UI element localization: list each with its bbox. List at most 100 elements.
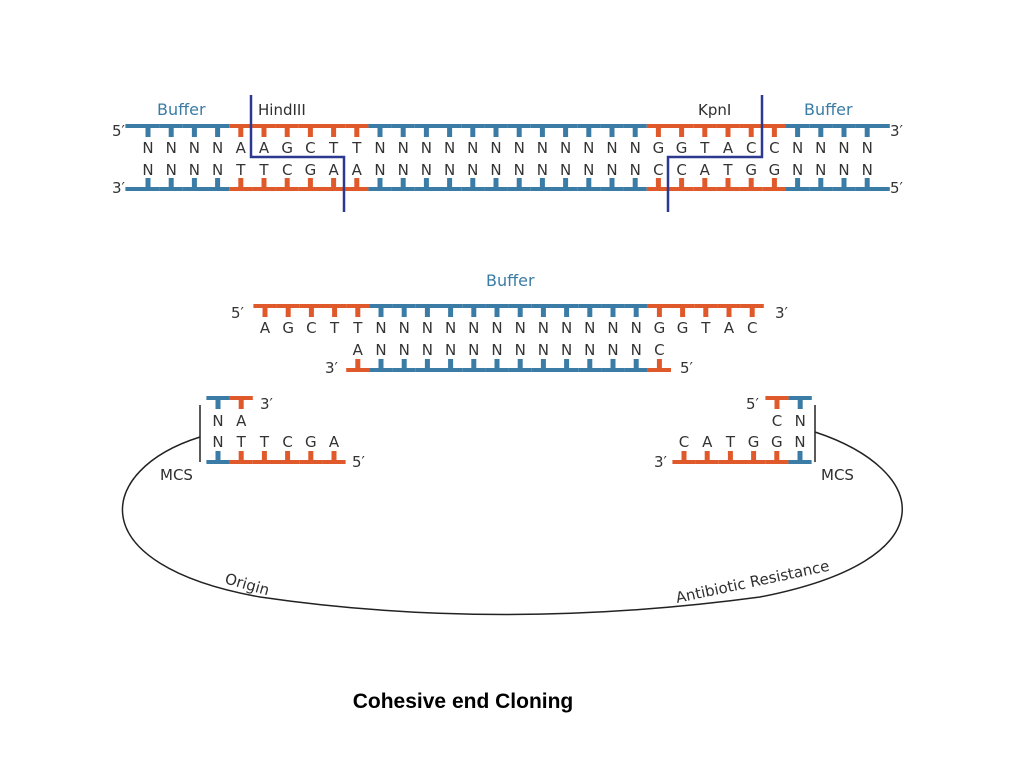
nucleotide: T	[699, 139, 710, 157]
nucleotide: G	[769, 161, 781, 179]
base-tick	[378, 306, 384, 317]
base-tick	[797, 451, 803, 462]
top-strand-3prime: 3′	[890, 122, 904, 140]
nucleotide: N	[794, 433, 805, 451]
base-tick	[774, 398, 780, 409]
nucleotide: N	[444, 139, 455, 157]
nucleotide: C	[282, 433, 292, 451]
base-tick	[633, 359, 639, 370]
nucleotide: N	[815, 139, 826, 157]
nucleotide: N	[792, 139, 803, 157]
nucleotide: A	[702, 433, 713, 451]
nucleotide: N	[583, 139, 594, 157]
nucleotide: A	[328, 161, 339, 179]
base-tick	[516, 126, 522, 137]
backbone-segment	[125, 187, 160, 191]
base-tick	[400, 126, 406, 137]
nucleotide: G	[745, 161, 757, 179]
nucleotide: N	[606, 139, 617, 157]
nucleotide: N	[212, 139, 223, 157]
base-tick	[378, 359, 384, 370]
nucleotide: A	[724, 319, 735, 337]
nucleotide: C	[306, 319, 316, 337]
nucleotide: N	[491, 319, 502, 337]
nucleotide: N	[212, 161, 223, 179]
nucleotide: N	[515, 341, 526, 359]
base-tick	[702, 126, 708, 137]
base-tick	[493, 126, 499, 137]
nucleotide: A	[236, 412, 247, 430]
base-tick	[448, 359, 454, 370]
base-tick	[540, 359, 546, 370]
base-tick	[563, 126, 569, 137]
nucleotide: N	[607, 319, 618, 337]
base-tick	[424, 306, 430, 317]
base-tick	[751, 451, 757, 462]
base-tick	[307, 178, 313, 189]
kpni-label: KpnI	[698, 101, 731, 119]
base-tick	[587, 359, 593, 370]
nucleotide: N	[795, 412, 806, 430]
nucleotide: N	[862, 161, 873, 179]
nucleotide: T	[235, 161, 246, 179]
base-tick	[540, 306, 546, 317]
base-tick	[355, 359, 361, 370]
nucleotide: C	[676, 161, 686, 179]
nucleotide: A	[352, 161, 363, 179]
nucleotide: N	[374, 139, 385, 157]
backbone-segment	[855, 124, 890, 128]
nucleotide: T	[258, 161, 269, 179]
nucleotide: N	[399, 341, 410, 359]
base-tick	[354, 126, 360, 137]
nucleotide: N	[444, 161, 455, 179]
base-tick	[493, 178, 499, 189]
nucleotide: G	[677, 319, 689, 337]
insert-bottom-3prime: 3′	[325, 359, 339, 377]
nucleotide: N	[490, 161, 501, 179]
nucleotide: C	[282, 161, 292, 179]
base-tick	[539, 178, 545, 189]
left-bottom-5prime: 5′	[352, 453, 366, 471]
nucleotide: N	[422, 341, 433, 359]
base-tick	[517, 306, 523, 317]
base-tick	[238, 398, 244, 409]
bottom-strand-3prime: 3′	[112, 179, 126, 197]
base-tick	[704, 451, 710, 462]
base-tick	[771, 178, 777, 189]
base-tick	[448, 306, 454, 317]
base-tick	[494, 359, 500, 370]
nucleotide: T	[328, 139, 339, 157]
insert-top-5prime: 5′	[231, 304, 245, 322]
base-tick	[470, 126, 476, 137]
base-tick	[564, 359, 570, 370]
base-tick	[795, 178, 801, 189]
nucleotide: N	[838, 139, 849, 157]
nucleotide: G	[748, 433, 760, 451]
vector-plasmid: MCS MCS Origin Antibiotic Resistance 3′ …	[121, 395, 903, 616]
base-tick	[795, 126, 801, 137]
nucleotide: N	[515, 319, 526, 337]
base-tick	[586, 126, 592, 137]
base-tick	[423, 126, 429, 137]
nucleotide: T	[722, 161, 733, 179]
left-mcs-label: MCS	[160, 466, 193, 484]
nucleotide: N	[398, 161, 409, 179]
nucleotide: C	[653, 161, 663, 179]
base-tick	[494, 306, 500, 317]
nucleotide: C	[679, 433, 689, 451]
nucleotide: N	[583, 161, 594, 179]
base-tick	[656, 359, 662, 370]
base-tick	[680, 306, 686, 317]
hindiii-label: HindIII	[258, 101, 306, 119]
base-tick	[401, 359, 407, 370]
base-tick	[632, 126, 638, 137]
nucleotide: N	[514, 139, 525, 157]
base-tick	[656, 306, 662, 317]
left-buffer-label: Buffer	[157, 100, 206, 119]
nucleotide: G	[771, 433, 783, 451]
nucleotide: G	[282, 319, 294, 337]
nucleotide: N	[538, 319, 549, 337]
base-tick	[262, 306, 268, 317]
nucleotide: N	[491, 341, 502, 359]
